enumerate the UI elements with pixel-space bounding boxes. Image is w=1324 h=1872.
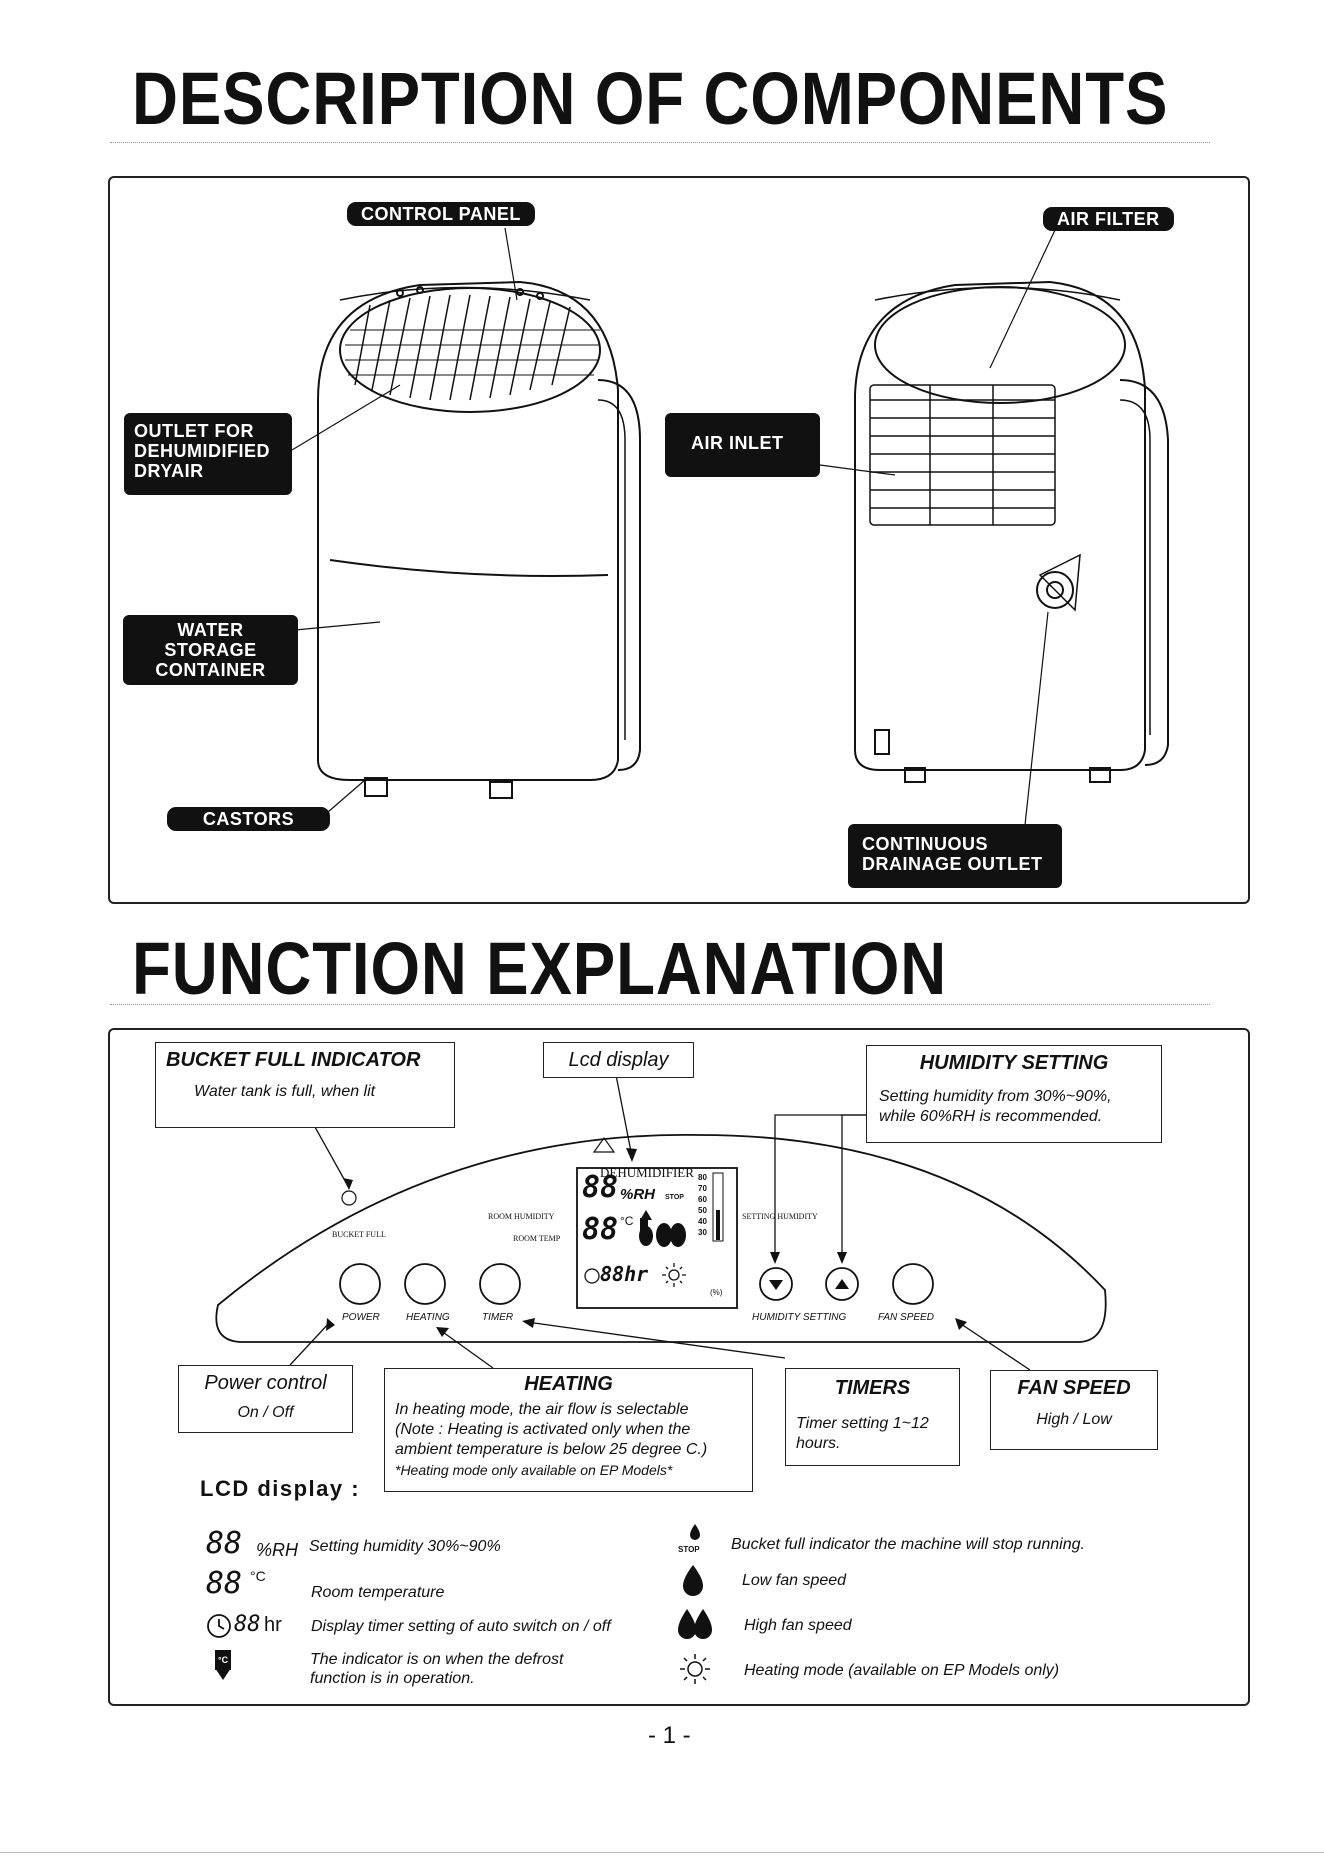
- legend-rh-unit: %RH: [256, 1540, 299, 1560]
- heating-mode-icon: [680, 1654, 710, 1684]
- lcd-stop: STOP: [665, 1194, 684, 1201]
- lcd-temp-digits: 88: [582, 1212, 619, 1247]
- components-title: DESCRIPTION OF COMPONENTS: [132, 57, 1169, 140]
- legend-temp-unit: °C: [250, 1568, 266, 1584]
- legend-clock-icon: [207, 1614, 231, 1638]
- legend-heating-text: Heating mode (available on EP Models onl…: [744, 1662, 1060, 1679]
- legend-temp-text: Room temperature: [311, 1584, 445, 1601]
- dehumidifier-illustration: [291, 227, 1169, 826]
- legend-rh-symbol: 88: [206, 1526, 243, 1561]
- panel-room-humidity: ROOM HUMIDITY: [488, 1212, 555, 1221]
- legend-defrost-text: The indicator is on when the defrost fun…: [310, 1651, 564, 1687]
- title-divider-2: [110, 1004, 1210, 1005]
- humidity-setting-callout: HUMIDITY SETTING Setting humidity from 3…: [866, 1045, 1162, 1143]
- panel-bucket-full: BUCKET FULL: [332, 1230, 386, 1239]
- legend-rh-text: Setting humidity 30%~90%: [309, 1538, 501, 1555]
- bucket-full-callout: BUCKET FULL INDICATOR Water tank is full…: [155, 1042, 455, 1128]
- legend-low-fan-text: Low fan speed: [742, 1572, 847, 1589]
- label-outlet: OUTLET FOR DEHUMIDIFIED DRYAIR: [124, 413, 292, 495]
- defrost-icon: °C: [215, 1650, 231, 1680]
- legend-timer-symbol: 88: [234, 1612, 261, 1637]
- label-air-filter: AIR FILTER: [1043, 207, 1174, 231]
- high-fan-icon: [678, 1609, 712, 1639]
- lcd-humidity-digits: 88: [582, 1170, 619, 1205]
- functions-title: FUNCTION EXPLANATION: [132, 927, 948, 1010]
- lcd-legend-heading: LCD display :: [200, 1476, 361, 1501]
- label-drainage: CONTINUOUS DRAINAGE OUTLET: [848, 824, 1062, 888]
- panel-setting-humidity: SETTING HUMIDITY: [742, 1212, 818, 1221]
- lcd-pct: (%): [710, 1288, 723, 1297]
- svg-text:°C: °C: [218, 1655, 229, 1665]
- label-water-storage: WATER STORAGE CONTAINER: [123, 615, 298, 685]
- control-panel-diagram: [215, 1074, 1107, 1371]
- lcd-c-unit: °C: [620, 1214, 634, 1228]
- timers-callout: TIMERS Timer setting 1~12 hours.: [785, 1368, 960, 1466]
- functions-frame: [108, 1028, 1250, 1706]
- legend-stop-label: STOP: [678, 1545, 700, 1554]
- heating-button-label: HEATING: [406, 1312, 450, 1323]
- lcd-rh-unit: %RH: [620, 1186, 656, 1203]
- panel-room-temp: ROOM TEMP: [513, 1234, 561, 1243]
- bucket-full-icon: [690, 1524, 700, 1540]
- page-bottom-rule: [0, 1852, 1324, 1853]
- legend-timer-unit: hr: [264, 1614, 282, 1636]
- legend-bucket-text: Bucket full indicator the machine will s…: [731, 1536, 1085, 1553]
- power-control-callout: Power control On / Off: [178, 1365, 353, 1433]
- legend-high-fan-text: High fan speed: [744, 1617, 852, 1634]
- panel-brand: DEHUMIDIFIER: [600, 1165, 694, 1180]
- label-air-inlet: AIR INLET: [665, 413, 820, 477]
- title-divider: [110, 142, 1210, 143]
- lcd-timer-digits: 88hr: [600, 1262, 649, 1286]
- timer-button-label: TIMER: [482, 1312, 514, 1323]
- fan-speed-callout: FAN SPEED High / Low: [990, 1370, 1158, 1450]
- fan-button-label: FAN SPEED: [878, 1312, 934, 1323]
- page-number: - 1 -: [648, 1722, 691, 1749]
- legend-timer-text: Display timer setting of auto switch on …: [311, 1618, 611, 1635]
- power-button-label: POWER: [342, 1312, 380, 1323]
- humidity-button-label: HUMIDITY SETTING: [752, 1312, 847, 1323]
- label-control-panel: CONTROL PANEL: [347, 202, 535, 226]
- lcd-callout: Lcd display: [543, 1042, 694, 1078]
- heating-callout: HEATING In heating mode, the air flow is…: [384, 1368, 753, 1492]
- label-castors: CASTORS: [167, 807, 330, 831]
- legend-temp-symbol: 88: [206, 1566, 243, 1601]
- low-fan-icon: [683, 1565, 703, 1596]
- components-frame: [108, 176, 1250, 904]
